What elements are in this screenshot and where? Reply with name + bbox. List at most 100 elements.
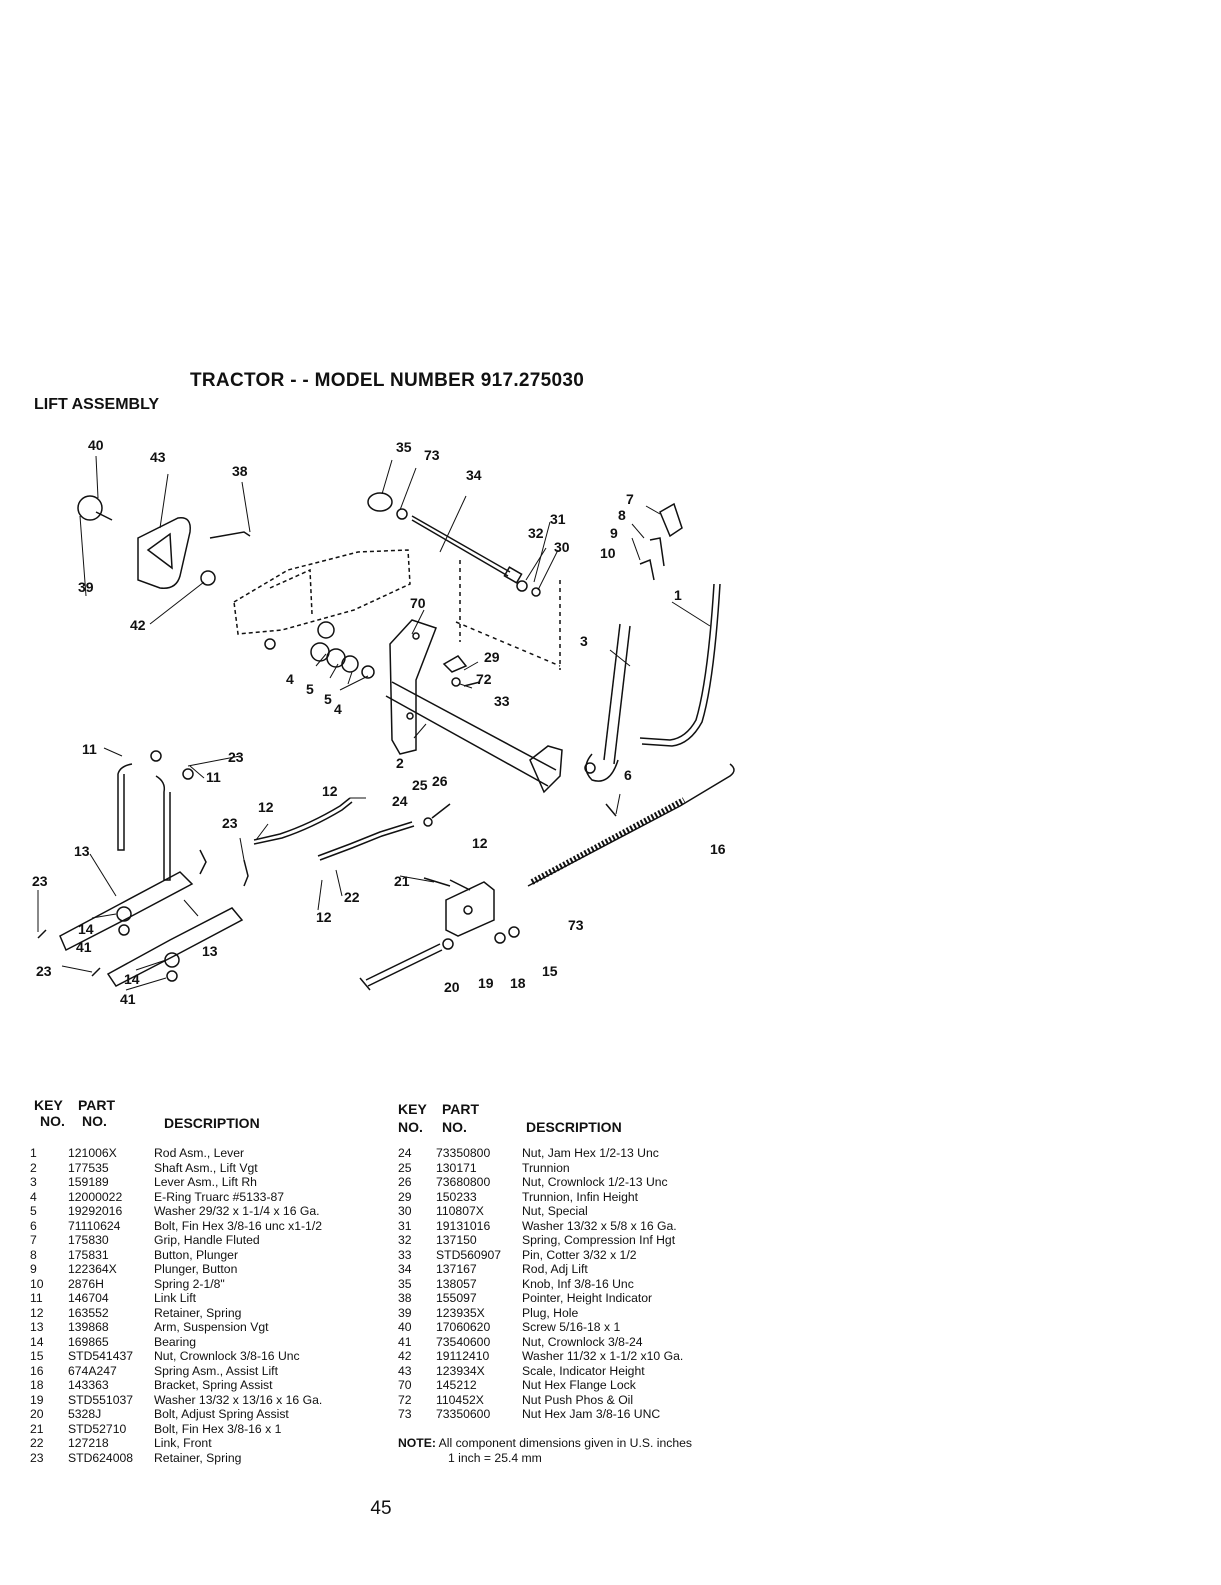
part-number-cell: 139868 [68,1320,109,1334]
callout-label: 40 [88,437,104,453]
key-cell: 8 [30,1247,37,1262]
callout-label: 73 [424,447,440,463]
description-cell: Spring 2-1/8" [154,1276,225,1291]
part-number-cell: 145212 [436,1378,477,1392]
lift-link-right [155,775,171,881]
key-cell: 21 [30,1421,44,1436]
adjust-rod-part [411,515,511,573]
key-cell: 41 [398,1334,412,1349]
callout-label: 6 [624,767,632,783]
key-cell: 13 [30,1320,44,1334]
key-cell: 12 [30,1305,44,1320]
callout-label: 19 [478,975,494,991]
callout-label: 7 [626,491,634,507]
adjust-bolt-part [365,943,441,981]
key-cell: 31 [398,1218,412,1233]
part-number-cell: 110452X [436,1392,484,1407]
callout-label: 23 [36,963,52,979]
table-header: KEY PART NO. NO. DESCRIPTION [30,1098,322,1146]
part-number-cell: STD551037 [68,1392,134,1407]
description-cell: Bolt, Fin Hex 3/8-16 x 1 [154,1421,282,1436]
key-cell: 73 [398,1407,412,1421]
description-cell: Arm, Suspension Vgt [154,1320,269,1334]
description-cell: Plunger, Button [154,1262,238,1276]
note-label: NOTE: [398,1436,436,1450]
callout-label: 9 [610,525,618,541]
callout-label: 70 [410,595,426,611]
part-number-cell: 19131016 [436,1218,491,1233]
page-title: TRACTOR - - MODEL NUMBER 917.275030 [190,370,585,391]
callout-label: 21 [394,873,410,889]
callout-label: 5 [324,691,332,707]
key-cell: 5 [30,1204,37,1218]
part-header-top: PART [78,1097,116,1113]
note-text: All component dimensions given in U.S. i… [438,1436,693,1450]
description-cell: Trunnion [522,1160,570,1175]
key-cell: 9 [30,1262,37,1276]
part-number-cell: 73350800 [436,1146,491,1160]
key-cell: 32 [398,1233,412,1247]
callout-label: 25 [412,777,428,793]
callout-label: 13 [74,843,90,859]
part-number-cell: 674A247 [68,1363,117,1378]
part-number-cell: 146704 [68,1291,109,1305]
key-header-top: KEY [34,1097,63,1113]
description-cell: Rod, Adj Lift [522,1262,588,1276]
key-header-bottom: NO. [398,1119,423,1135]
description-cell: Nut, Crownlock 1/2-13 Unc [522,1175,668,1189]
callout-label: 30 [554,539,570,555]
washer-part [200,570,216,586]
callout-label: 24 [392,793,408,809]
description-header: DESCRIPTION [164,1115,260,1131]
callout-label: 4 [334,701,342,717]
spring-bracket [445,881,495,937]
description-cell: Link, Front [154,1436,212,1450]
note-conversion: 1 inch = 25.4 mm [448,1451,542,1465]
part-header-top: PART [442,1101,480,1117]
table-row: 11 146704 Link Lift [30,1291,322,1306]
description-cell: Link Lift [154,1291,197,1305]
description-cell: Bracket, Spring Assist [154,1378,273,1392]
description-cell: Nut, Crownlock 3/8-16 Unc [154,1349,300,1363]
lift-assembly-diagram: 40 43 38 35 73 34 7 8 9 10 31 32 30 39 4… [32,437,735,1007]
description-header: DESCRIPTION [526,1119,622,1135]
part-number-cell: 123934X [436,1363,485,1378]
part-number-cell: 137167 [436,1262,477,1276]
callout-label: 33 [494,693,510,709]
part-number-cell: 19112410 [436,1349,490,1363]
callout-label: 20 [444,979,460,995]
key-header-bottom: NO. [40,1113,65,1129]
key-cell: 34 [398,1262,412,1276]
key-cell: 11 [30,1291,43,1305]
part-number-cell: STD52710 [68,1421,127,1436]
assist-spring-part [527,763,735,887]
part-number-cell: 163552 [68,1305,109,1320]
callout-label: 23 [222,815,238,831]
table-row: 21 STD52710 Bolt, Fin Hex 3/8-16 x 1 [30,1422,322,1437]
description-cell: Scale, Indicator Height [522,1363,645,1378]
description-cell: Nut, Jam Hex 1/2-13 Unc [522,1146,659,1160]
lift-shaft-part [391,681,557,771]
description-cell: Washer 29/32 x 1-1/4 x 16 Ga. [154,1204,320,1218]
callout-label: 12 [258,799,274,815]
key-cell: 7 [30,1233,37,1247]
